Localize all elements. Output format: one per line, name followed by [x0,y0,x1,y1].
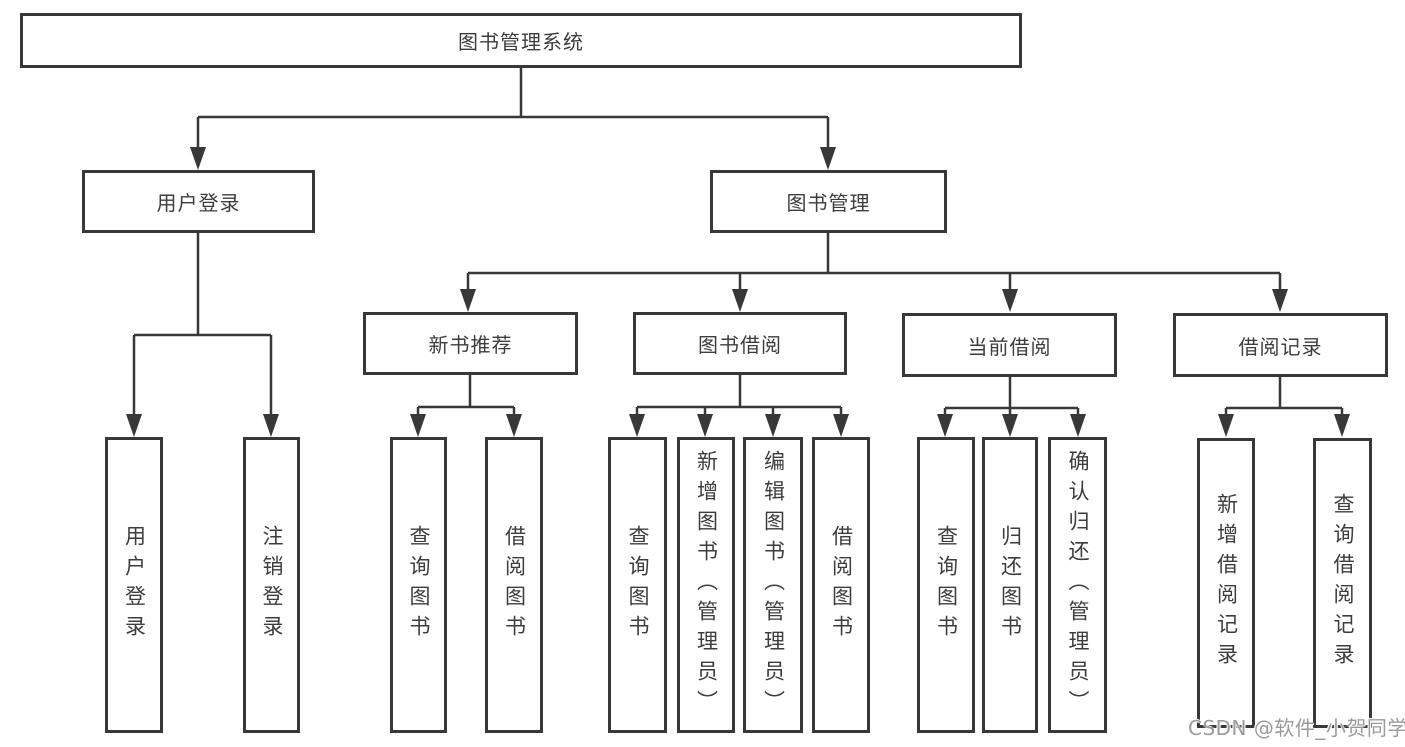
leaf-add-books-admin-label: 新增图书（管理员） [694,450,719,720]
leaf-query-books-recommend-label: 查询图书 [407,525,431,645]
leaf-query-borrow-record-label: 查询借阅记录 [1331,493,1355,673]
leaf-add-books-admin: 新增图书（管理员） [677,437,735,733]
leaf-user-login-label: 用户登录 [122,525,147,645]
node-book-borrowing-label: 图书借阅 [698,333,782,357]
leaf-borrow-books-recommend: 借阅图书 [485,437,543,733]
leaf-logout-label: 注销登录 [260,525,284,645]
leaf-borrow-books-borrowing-label: 借阅图书 [829,525,854,645]
leaf-query-books-borrowing: 查询图书 [608,437,667,733]
node-new-book-recommend-label: 新书推荐 [428,333,513,357]
node-user-login-label: 用户登录 [156,191,241,215]
node-current-borrowing: 当前借阅 [902,313,1117,377]
leaf-query-books-current: 查询图书 [917,437,975,733]
leaf-return-books-label: 归还图书 [998,525,1023,645]
leaf-confirm-return-admin-label: 确认归还（管理员） [1066,450,1090,720]
node-book-management: 图书管理 [710,170,947,233]
arrowheads [126,147,1350,437]
leaf-query-books-borrowing-label: 查询图书 [626,525,650,645]
leaf-edit-books-admin: 编辑图书（管理员） [743,437,803,733]
leaf-confirm-return-admin: 确认归还（管理员） [1048,437,1107,733]
node-book-borrowing: 图书借阅 [633,312,847,375]
leaf-query-borrow-record: 查询借阅记录 [1313,438,1372,728]
node-new-book-recommend: 新书推荐 [363,312,578,375]
node-root-system-label: 图书管理系统 [458,30,584,54]
leaf-add-borrow-record: 新增借阅记录 [1197,438,1255,728]
leaf-query-books-current-label: 查询图书 [934,525,959,645]
leaf-return-books: 归还图书 [982,437,1038,733]
node-borrow-records-label: 借阅记录 [1238,334,1323,359]
leaf-edit-books-admin-label: 编辑图书（管理员） [761,450,786,720]
node-current-borrowing-label: 当前借阅 [967,334,1052,359]
node-borrow-records: 借阅记录 [1173,313,1388,377]
node-book-management-label: 图书管理 [786,191,871,215]
csdn-watermark: CSDN @软件_小贺同学 [1188,716,1405,740]
leaf-logout: 注销登录 [243,437,300,733]
node-root-system: 图书管理系统 [20,13,1022,68]
leaf-borrow-books-borrowing: 借阅图书 [812,437,870,733]
leaf-user-login: 用户登录 [105,437,163,733]
leaf-add-borrow-record-label: 新增借阅记录 [1214,493,1239,673]
leaf-query-books-recommend: 查询图书 [390,437,447,733]
node-user-login: 用户登录 [82,170,315,233]
leaf-borrow-books-recommend-label: 借阅图书 [502,525,527,645]
